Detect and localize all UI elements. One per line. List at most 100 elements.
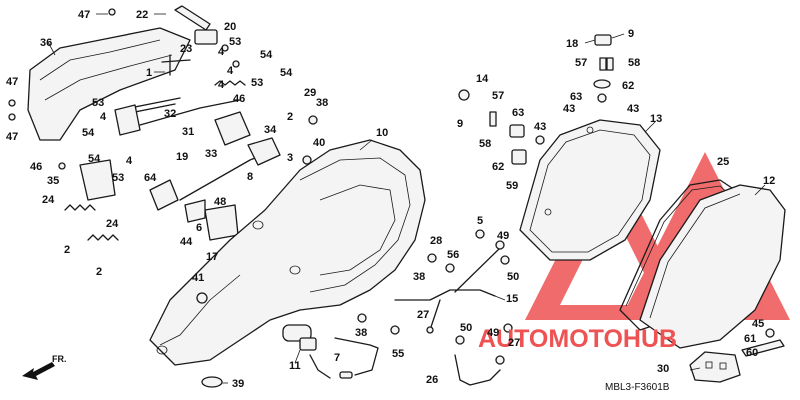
callout-labels: 47 22 20 36 23 4 53 54 1 4 54 47 4 53 46…	[6, 9, 775, 390]
callout-35: 35	[47, 175, 59, 187]
callout-12: 12	[763, 175, 775, 187]
callout-23: 23	[180, 43, 192, 55]
callout-33: 33	[205, 148, 217, 160]
leader-lines	[47, 13, 766, 384]
callout-4: 4	[218, 79, 225, 91]
callout-46: 46	[30, 161, 42, 173]
callout-53: 53	[251, 77, 263, 89]
callout-27: 27	[417, 309, 429, 321]
callout-25: 25	[717, 156, 729, 168]
callout-58: 58	[479, 138, 491, 150]
callout-10: 10	[376, 127, 388, 139]
callout-38: 38	[413, 271, 425, 283]
callout-41: 41	[192, 272, 204, 284]
callout-62: 62	[622, 80, 634, 92]
callout-46: 46	[233, 93, 245, 105]
plate-60	[741, 339, 785, 357]
callout-24: 24	[42, 194, 55, 206]
callout-38: 38	[316, 97, 328, 109]
callout-50: 50	[507, 271, 519, 283]
front-direction-label: FR.	[52, 354, 67, 364]
lock-cylinder	[282, 324, 331, 379]
callout-62: 62	[492, 161, 504, 173]
callout-4: 4	[227, 65, 234, 77]
inner-case-body	[149, 139, 426, 366]
callout-5: 5	[477, 215, 483, 227]
wire-26	[454, 354, 501, 386]
callout-14: 14	[476, 73, 489, 85]
callout-29: 29	[304, 87, 316, 99]
callout-20: 20	[224, 21, 236, 33]
callout-56: 56	[447, 249, 459, 261]
callout-57: 57	[492, 90, 504, 102]
callout-49: 49	[497, 230, 509, 242]
spring-left-c	[214, 80, 246, 86]
callout-54: 54	[88, 153, 101, 165]
callout-9: 9	[628, 28, 634, 40]
spring-left-b	[87, 234, 119, 241]
callout-53: 53	[229, 36, 241, 48]
callout-36: 36	[40, 37, 52, 49]
callout-34: 34	[264, 124, 277, 136]
callout-44: 44	[180, 236, 193, 248]
callout-3: 3	[287, 152, 293, 164]
callout-47: 47	[6, 131, 18, 143]
bolts-center	[196, 229, 775, 365]
callout-64: 64	[144, 172, 157, 184]
callout-6: 6	[196, 222, 202, 234]
callout-15: 15	[506, 293, 518, 305]
callout-28: 28	[430, 235, 442, 247]
callout-47: 47	[6, 76, 18, 88]
callout-45: 45	[752, 318, 764, 330]
callout-61: 61	[744, 333, 756, 345]
callout-8: 8	[247, 171, 253, 183]
latch-hardware-top	[458, 34, 614, 165]
callout-60: 60	[746, 347, 758, 359]
callout-54: 54	[260, 49, 273, 61]
callout-54: 54	[280, 67, 293, 79]
callout-18: 18	[566, 38, 578, 50]
case-lid-13	[519, 119, 661, 261]
lock-cable	[334, 337, 379, 379]
callout-30: 30	[657, 363, 669, 375]
watermark-text: AUTOMOTOHUB	[478, 325, 677, 353]
callout-54: 54	[82, 127, 95, 139]
rubber-grommet	[201, 376, 223, 388]
callout-27: 27	[508, 337, 520, 349]
bracket-30	[689, 351, 741, 383]
callout-63: 63	[570, 91, 582, 103]
callout-43: 43	[534, 121, 546, 133]
callout-13: 13	[650, 113, 662, 125]
callout-53: 53	[112, 172, 124, 184]
callout-63: 63	[512, 107, 524, 119]
callout-43: 43	[627, 103, 639, 115]
callout-48: 48	[214, 196, 226, 208]
left-bracket-assembly	[8, 5, 327, 305]
callout-38: 38	[355, 327, 367, 339]
callout-24: 24	[106, 218, 119, 230]
callout-7: 7	[334, 352, 340, 364]
front-direction-arrow: FR.	[22, 354, 67, 380]
callout-43: 43	[563, 103, 575, 115]
callout-2: 2	[64, 244, 70, 256]
callout-11: 11	[289, 360, 301, 372]
center-stay-15	[394, 240, 505, 334]
callout-53: 53	[92, 97, 104, 109]
callout-59: 59	[506, 180, 518, 192]
callout-47: 47	[78, 9, 90, 21]
callout-58: 58	[628, 57, 640, 69]
callout-39: 39	[232, 378, 244, 390]
callout-4: 4	[100, 111, 107, 123]
callout-32: 32	[164, 108, 176, 120]
callout-1: 1	[146, 67, 152, 79]
callout-57: 57	[575, 57, 587, 69]
callout-31: 31	[182, 126, 194, 138]
callout-9: 9	[457, 118, 463, 130]
callout-22: 22	[136, 9, 148, 21]
callout-50: 50	[460, 322, 472, 334]
figure-code: MBL3-F3601B	[605, 382, 670, 393]
callout-19: 19	[176, 151, 188, 163]
callout-17: 17	[206, 251, 218, 263]
callout-4: 4	[218, 46, 225, 58]
